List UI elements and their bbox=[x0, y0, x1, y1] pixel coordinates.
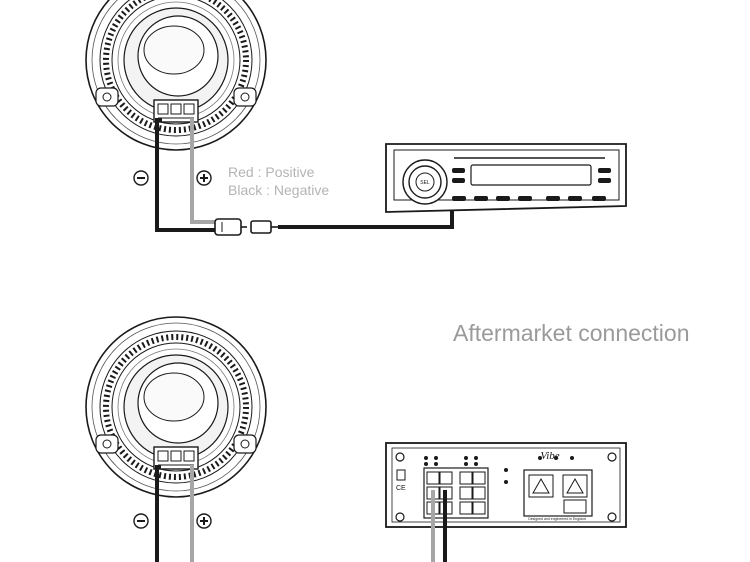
wire-negative-bottom bbox=[155, 465, 161, 562]
negative-terminal-symbol-top bbox=[133, 170, 149, 186]
negative-terminal-symbol-bottom bbox=[133, 513, 149, 529]
legend-negative-wire: Black : Negative bbox=[228, 182, 330, 198]
speaker-top bbox=[86, 0, 266, 150]
wire-positive-top bbox=[190, 118, 215, 224]
wire-to-head-unit bbox=[278, 208, 454, 229]
head-unit: SEL bbox=[385, 143, 627, 213]
positive-terminal-symbol-top bbox=[196, 170, 212, 186]
wire-negative-top bbox=[155, 118, 215, 232]
legend-positive-wire: Red : Positive bbox=[228, 164, 315, 180]
amplifier: CE bbox=[385, 442, 627, 528]
wire-connector bbox=[214, 218, 278, 236]
svg-text:CE: CE bbox=[396, 485, 406, 492]
sel-button-label: SEL bbox=[420, 180, 430, 186]
speaker-bottom bbox=[86, 317, 266, 497]
aftermarket-connection-heading: Aftermarket connection bbox=[453, 320, 690, 346]
wire-positive-bottom bbox=[190, 465, 194, 562]
amplifier-brand: Vibe bbox=[540, 450, 559, 462]
positive-terminal-symbol-bottom bbox=[196, 513, 212, 529]
amplifier-tagline: Designed and engineered in England bbox=[528, 517, 586, 521]
